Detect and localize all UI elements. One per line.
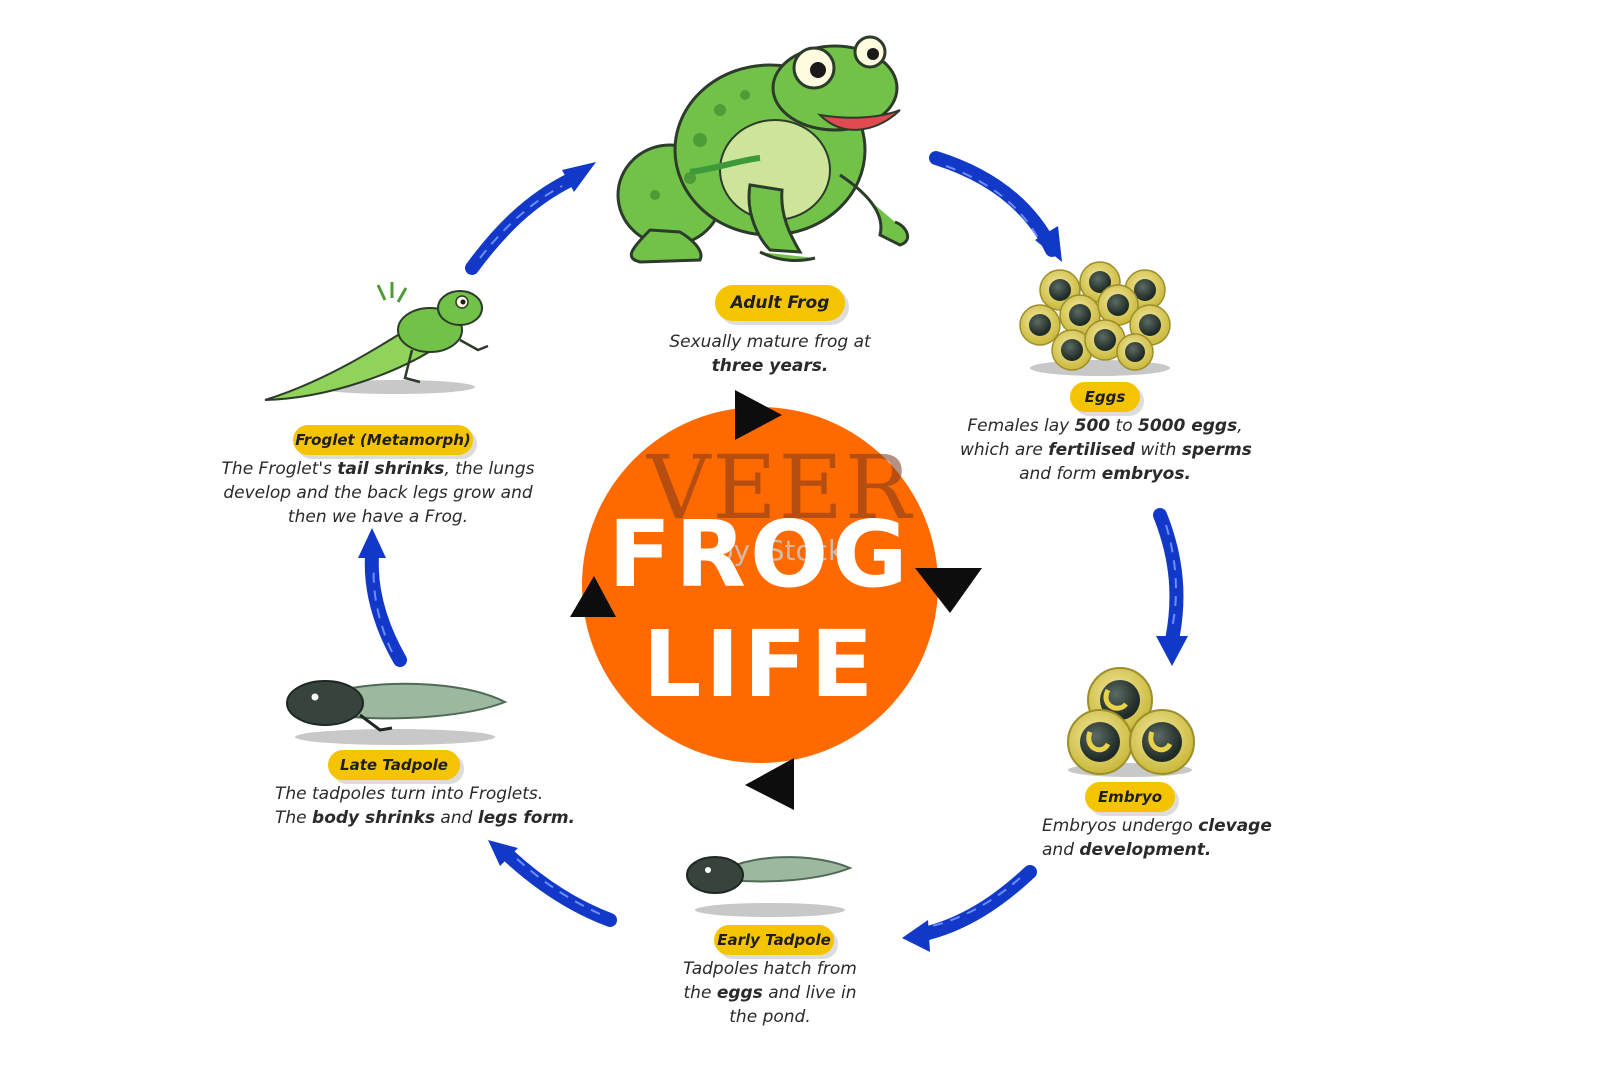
early-tadpole-illustration [686, 856, 853, 917]
cycle-arrowhead-right [915, 568, 982, 613]
cycle-arrowhead-left [570, 576, 616, 617]
center-title: FROG [608, 501, 912, 608]
late-tadpole-label: Late Tadpole [328, 750, 460, 780]
eggs-label: Eggs [1070, 382, 1140, 412]
center-title-block: FROG LIFE [590, 500, 930, 720]
adult-frog-label: Adult Frog [715, 285, 845, 321]
embryo-illustration [1067, 667, 1195, 777]
froglet-illustration [264, 282, 489, 401]
arrow-eggs-to-embryo [1153, 508, 1188, 666]
arrow-frog-to-eggs [929, 151, 1062, 262]
eggs-description: Females lay 500 to 5000 eggs, which are … [960, 416, 1252, 484]
arrow-late-tadpole-to-froglet [358, 528, 407, 667]
early-tadpole-description: Tadpoles hatch from the eggs and live in… [683, 959, 857, 1027]
cycle-arrowhead-bottom [745, 758, 794, 810]
arrow-embryo-to-early-tadpole [902, 865, 1037, 952]
arrow-froglet-to-frog [465, 162, 596, 275]
late-tadpole-illustration [286, 680, 508, 745]
cycle-arrowhead-top [735, 390, 782, 440]
center-circle [582, 407, 938, 763]
arrow-early-to-late-tadpole [488, 840, 617, 927]
center-subtitle: LIFE [642, 611, 878, 718]
froglet-description: The Froglet's tail shrinks, the lungs de… [221, 459, 535, 527]
embryo-label: Embryo [1085, 782, 1175, 812]
early-tadpole-label: Early Tadpole [714, 925, 834, 955]
adult-frog-description: Sexually mature frog at three years. [669, 332, 871, 376]
eggs-illustration [1019, 261, 1171, 376]
froglet-label: Froglet (Metamorph) [293, 425, 473, 455]
adult-frog-illustration [616, 35, 910, 264]
late-tadpole-description: The tadpoles turn into Froglets. The bod… [275, 784, 576, 828]
embryo-description: Embryos undergo clevage and development. [1042, 816, 1272, 860]
